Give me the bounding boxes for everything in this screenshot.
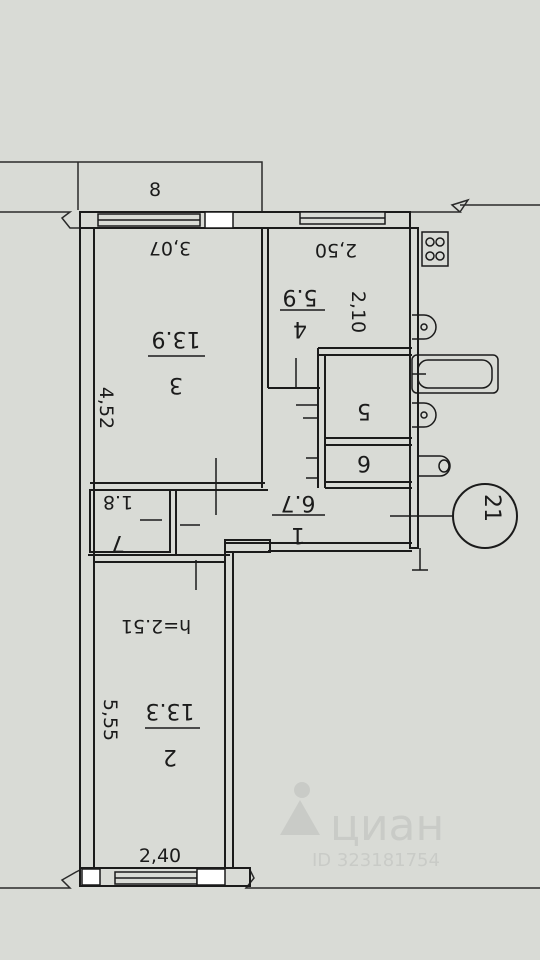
room-7-labels: 1.8 7 — [103, 491, 133, 555]
room-6-number: 6 — [357, 450, 371, 475]
cian-logo-icon — [280, 782, 320, 835]
room-3-number: 3 — [169, 372, 183, 397]
watermark-brand: циан — [330, 800, 444, 851]
apartment-number: 21 — [479, 494, 504, 522]
room-7-number: 7 — [111, 530, 125, 555]
room-2-number: 2 — [163, 744, 177, 769]
bathtub-icon — [411, 354, 499, 394]
room-3-area: 13.9 — [152, 326, 201, 351]
room-2-area: 13.3 — [146, 698, 195, 723]
room-2-width: 2,40 — [139, 845, 181, 867]
toilet-icon — [418, 455, 451, 477]
room-4-width: 2,50 — [315, 239, 357, 261]
room-2-labels: 2 13.3 5,55 2,40 — [99, 698, 194, 867]
washbasin-icon — [412, 402, 437, 428]
watermark-id: ID 323181754 — [312, 850, 440, 871]
room-4-area: 5.9 — [283, 284, 318, 309]
fraction-lines — [145, 309, 325, 729]
stove-icon — [421, 231, 449, 267]
room-4-length: 2,10 — [347, 291, 369, 333]
room-5-number: 5 — [357, 398, 371, 423]
ceiling-height: h=2.51 — [121, 615, 191, 637]
room-1-area: 6.7 — [281, 490, 316, 515]
cian-watermark: циан ID 323181754 — [280, 782, 444, 871]
windows — [81, 211, 386, 886]
room-3-labels: 3 13.9 3,07 4,52 — [95, 237, 200, 429]
room-3-length: 4,52 — [95, 387, 117, 429]
door-marks — [140, 358, 428, 590]
room-1-labels: 6.7 1 — [281, 490, 316, 547]
room-1-number: 1 — [291, 522, 305, 547]
room-2-length: 5,55 — [99, 699, 121, 741]
balcony-number: 8 — [149, 179, 161, 201]
sink-icon — [412, 314, 437, 340]
walls — [79, 211, 419, 887]
room-3-width: 3,07 — [149, 237, 191, 259]
room-7-area: 1.8 — [103, 491, 133, 513]
room-4-number: 4 — [293, 316, 307, 341]
room-4-labels: 4 5.9 2,50 2,10 — [283, 239, 370, 341]
